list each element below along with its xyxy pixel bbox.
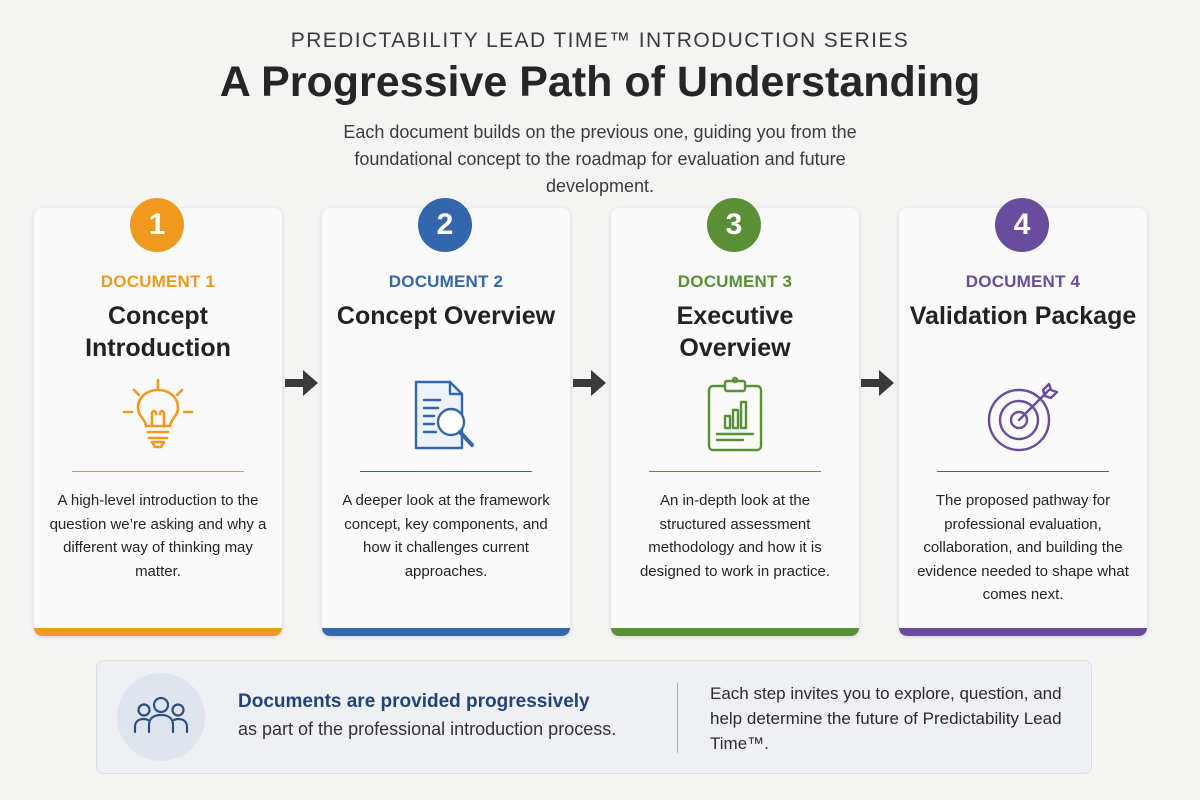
card-divider bbox=[937, 471, 1109, 472]
card-divider bbox=[72, 471, 244, 472]
card-label: DOCUMENT 2 bbox=[388, 272, 504, 291]
target-icon bbox=[983, 376, 1063, 456]
card-description: A deeper look at the framework concept, … bbox=[342, 492, 550, 580]
card-title: Concept Overview bbox=[336, 302, 556, 330]
step-badge-2: 2 bbox=[418, 198, 472, 252]
page-eyebrow: PREDICTABILITY LEAD TIME™ INTRODUCTION S… bbox=[290, 29, 910, 52]
card-description: A high-level introduction to the questio… bbox=[49, 492, 267, 580]
document-card-1: DOCUMENT 1 Concept Introduction A high-l… bbox=[34, 208, 282, 636]
document-card-3: DOCUMENT 3 Executive Overview An in-dept… bbox=[611, 208, 859, 636]
card-description: The proposed pathway for professional ev… bbox=[917, 492, 1129, 603]
card-label: DOCUMENT 3 bbox=[677, 272, 793, 291]
card-title: Executive Overview bbox=[676, 302, 794, 362]
info-headline: Documents are provided progressively bbox=[238, 691, 590, 712]
card-divider bbox=[360, 471, 532, 472]
info-right-text: Each step invites you to explore, questi… bbox=[710, 684, 1062, 753]
card-title: Concept Introduction bbox=[85, 302, 231, 362]
step-badge-1: 1 bbox=[130, 198, 184, 252]
info-panel: Documents are provided progressively as … bbox=[96, 660, 1092, 774]
page-subtitle: Each document builds on the previous one… bbox=[343, 122, 857, 196]
card-accent-bar bbox=[34, 628, 282, 636]
lightbulb-icon bbox=[118, 376, 198, 456]
document-card-4: DOCUMENT 4 Validation Package The propos… bbox=[899, 208, 1147, 636]
info-subline: as part of the professional introduction… bbox=[238, 719, 617, 739]
clipboard-chart-icon bbox=[695, 376, 775, 456]
card-label: DOCUMENT 4 bbox=[965, 272, 1081, 291]
step-badge-3: 3 bbox=[707, 198, 761, 252]
card-accent-bar bbox=[322, 628, 570, 636]
info-divider bbox=[677, 683, 678, 753]
card-accent-bar bbox=[899, 628, 1147, 636]
arrow-right-icon bbox=[281, 366, 321, 400]
card-title: Validation Package bbox=[909, 302, 1137, 330]
page-title: A Progressive Path of Understanding bbox=[219, 58, 981, 106]
document-search-icon bbox=[406, 376, 486, 456]
card-accent-bar bbox=[611, 628, 859, 636]
document-card-2: DOCUMENT 2 Concept Overview A deeper loo… bbox=[322, 208, 570, 636]
card-description: An in-depth look at the structured asses… bbox=[639, 492, 831, 580]
card-divider bbox=[649, 471, 821, 472]
arrow-right-icon bbox=[857, 366, 897, 400]
people-icon bbox=[117, 673, 205, 761]
step-badge-4: 4 bbox=[995, 198, 1049, 252]
card-label: DOCUMENT 1 bbox=[100, 272, 216, 291]
arrow-right-icon bbox=[569, 366, 609, 400]
